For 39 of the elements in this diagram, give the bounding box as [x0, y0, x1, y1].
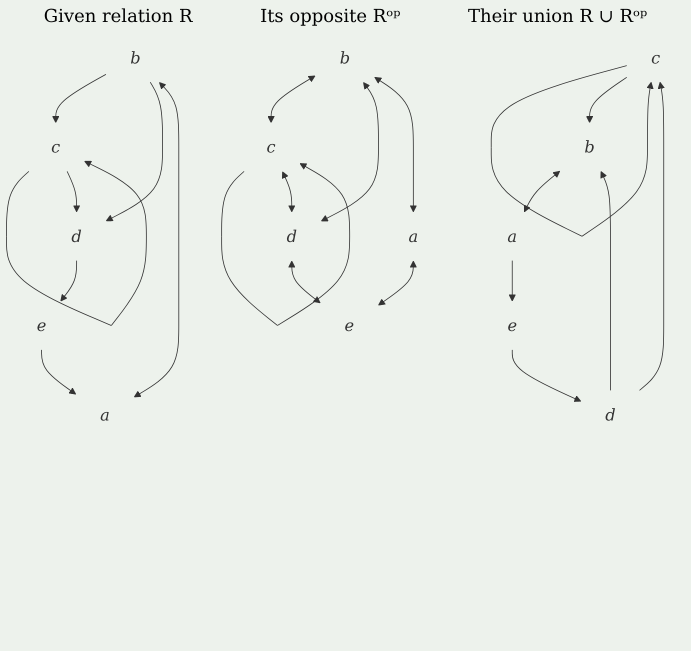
vertex-label: a	[100, 404, 110, 424]
arrow	[282, 171, 296, 212]
vertex-label: a	[507, 226, 518, 246]
arrow	[41, 349, 76, 395]
arrow	[60, 260, 78, 302]
arrow	[378, 260, 417, 306]
arrow	[586, 76, 628, 124]
vertex-label: a	[408, 226, 418, 246]
vertex-label: d	[71, 226, 82, 246]
arrow	[320, 82, 379, 222]
arrow	[524, 170, 560, 212]
arrow	[106, 82, 163, 222]
arrow	[600, 171, 611, 391]
arrow	[512, 349, 582, 402]
arrow	[639, 82, 665, 391]
arrow	[134, 82, 180, 398]
vertex-label: e	[36, 316, 46, 336]
arrow	[508, 260, 516, 302]
self-loop-arrow	[221, 163, 350, 326]
self-loop-arrow	[490, 65, 654, 237]
self-loop-arrow	[6, 160, 147, 326]
vertex-label: b	[584, 137, 595, 157]
vertex-label: c	[266, 137, 276, 157]
graph-title: Their union R ∪ Rᵒᵖ	[468, 6, 648, 27]
vertex-label: b	[130, 48, 141, 68]
vertex-label: e	[344, 316, 354, 336]
vertex-label: e	[507, 316, 518, 336]
vertex-label: b	[340, 48, 350, 68]
vertex-label: d	[286, 226, 297, 246]
vertex-label: d	[605, 404, 616, 424]
arrow	[268, 76, 316, 124]
arrow	[52, 74, 106, 124]
vertex-label: c	[651, 48, 660, 68]
arrow	[288, 260, 320, 304]
graph-title: Its opposite Rᵒᵖ	[260, 6, 400, 27]
arrow	[66, 170, 80, 212]
vertex-label: c	[51, 137, 60, 157]
graph-title: Given relation R	[44, 6, 192, 27]
arrow	[374, 76, 417, 212]
